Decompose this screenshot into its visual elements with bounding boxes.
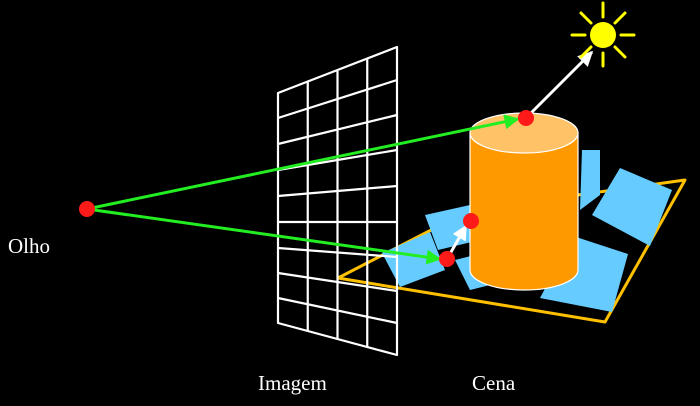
image-plane-grid [276,45,399,357]
intersection-point [439,251,455,267]
intersection-point [518,110,534,126]
eye-point [79,201,95,217]
shadow-ray-to-sun [524,50,594,120]
floor-tile [540,236,628,312]
image-label: Imagem [258,371,327,395]
eye-label: Olho [8,234,50,258]
cylinder-object [469,112,579,291]
scene-label: Cena [472,371,516,395]
floor-tile [580,150,600,210]
floor-tile [592,168,672,246]
primary-rays [86,114,520,265]
ray-to-cylinder-top [86,114,520,211]
ray-to-floor [86,207,442,265]
sun-icon [570,1,636,68]
intersection-point [463,213,479,229]
